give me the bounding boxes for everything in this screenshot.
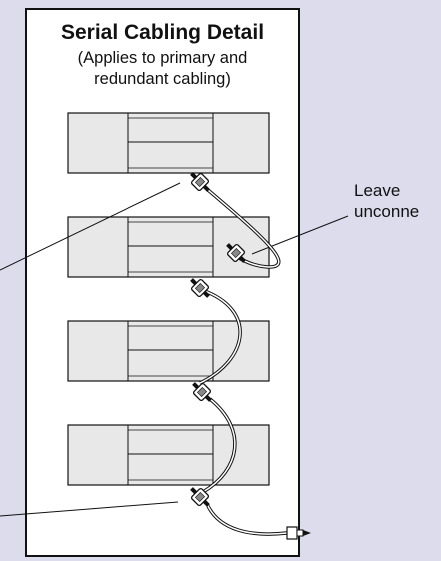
callout-leader-line bbox=[251, 215, 349, 255]
callout-line-1: Leave bbox=[354, 181, 401, 200]
unit-1 bbox=[67, 112, 270, 174]
callout-line-2: unconne bbox=[354, 202, 420, 221]
subtitle-line-2: redundant cabling) bbox=[94, 70, 231, 88]
diagram-title: Serial Cabling Detail bbox=[60, 21, 265, 44]
subtitle-line-1: (Applies to primary and bbox=[77, 49, 248, 67]
leader-line-lower bbox=[0, 501, 179, 517]
db9-connector bbox=[185, 273, 215, 303]
leader-line-upper bbox=[0, 182, 181, 271]
unit-4 bbox=[67, 424, 270, 486]
leave-unconnected-callout: Leave unconne bbox=[354, 180, 419, 222]
diagram-subtitle: (Applies to primary and redundant cablin… bbox=[25, 48, 300, 90]
serial-cables bbox=[199, 188, 288, 536]
terminal-plug-icon bbox=[286, 526, 311, 540]
